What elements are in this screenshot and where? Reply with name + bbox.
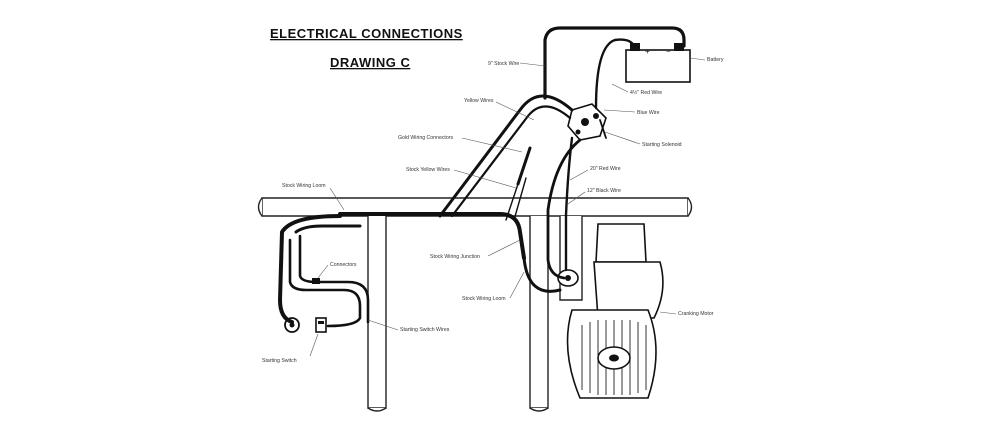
label-gold-wiring-connectors: Gold Wiring Connectors xyxy=(398,135,453,141)
label-starting-solenoid: Starting Solenoid xyxy=(642,142,682,148)
frame-rail xyxy=(257,197,693,217)
wires xyxy=(278,26,686,328)
diagram-title: ELECTRICAL CONNECTIONS xyxy=(270,26,463,41)
center-post xyxy=(529,216,549,412)
label-stock-wiring-junction: Stock Wiring Junction xyxy=(430,254,480,260)
starting-solenoid xyxy=(567,103,607,141)
label-yellow-wires: Yellow Wires xyxy=(464,98,494,104)
label-starting-switch: Starting Switch xyxy=(262,358,297,364)
battery-minus-icon: − xyxy=(666,47,671,56)
battery: + − xyxy=(625,43,691,83)
diagram-subtitle: DRAWING C xyxy=(330,55,410,70)
leader-lines xyxy=(309,57,706,357)
label-stock-yellow-wires: Stock Yellow Wires xyxy=(406,167,450,173)
label-blue-wire: Blue Wire xyxy=(637,110,660,116)
cranking-motor xyxy=(557,223,664,399)
label-starting-switch-wires: Starting Switch Wires xyxy=(400,327,450,333)
label-cranking-motor: Cranking Motor xyxy=(678,311,714,317)
label-battery: Battery xyxy=(707,57,724,63)
label-45-red-wire: 4½" Red Wire xyxy=(630,89,662,96)
left-post xyxy=(367,216,387,412)
label-connectors: Connectors xyxy=(330,262,357,268)
label-stock-wiring-loom-top: Stock Wiring Loom xyxy=(282,183,326,189)
battery-plus-icon: + xyxy=(645,47,650,56)
label-12-black-wire: 12" Black Wire xyxy=(587,188,621,194)
right-post xyxy=(559,216,583,301)
label-9-stock-wire: 9" Stock Wire xyxy=(488,61,519,67)
labels: 9" Stock Wire Battery 4½" Red Wire Yello… xyxy=(262,57,724,364)
label-stock-wiring-loom-mid: Stock Wiring Loom xyxy=(462,296,506,302)
label-20-red-wire: 20" Red Wire xyxy=(590,166,621,172)
